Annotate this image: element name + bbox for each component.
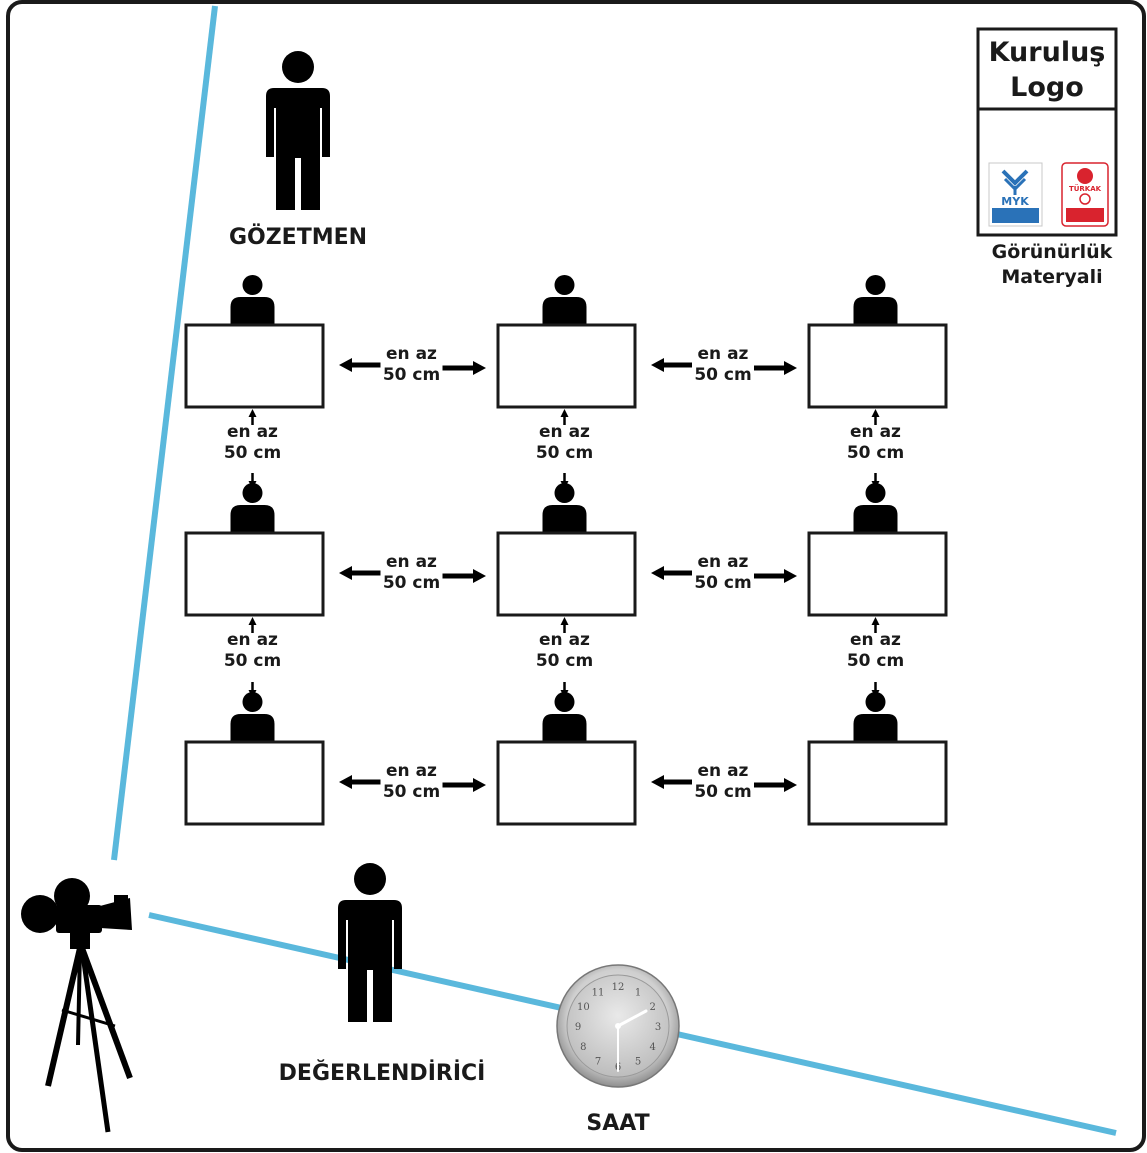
gap-label-line1: en az — [386, 344, 437, 364]
gap-label-line1: en az — [386, 552, 437, 572]
wall-clock-icon: 121234567891011 — [556, 964, 680, 1088]
clock-numeral: 7 — [595, 1057, 601, 1068]
turkak-badge-text: TÜRKAK — [1069, 184, 1102, 193]
candidate-person-icon — [853, 692, 898, 742]
logo-text-line1: Kuruluş — [989, 37, 1106, 68]
clock-numeral: 12 — [612, 982, 625, 993]
myk-badge-icon: MYK — [988, 162, 1043, 227]
desk — [807, 531, 948, 617]
clock-numeral: 11 — [592, 987, 605, 998]
clock-numeral: 5 — [635, 1057, 641, 1068]
gap-label-line2: 50 cm — [694, 365, 751, 385]
gap-label-line2: 50 cm — [224, 443, 281, 463]
gap-label-line1: en az — [386, 761, 437, 781]
visibility-label-line2: Materyali — [1001, 266, 1102, 288]
desk-station — [807, 692, 948, 826]
candidate-person-icon — [853, 483, 898, 533]
clock-numeral: 4 — [649, 1042, 655, 1053]
desk — [496, 740, 637, 826]
gap-label-line2: 50 cm — [694, 782, 751, 802]
clock-numeral: 1 — [635, 987, 641, 998]
clock-numeral: 2 — [649, 1002, 655, 1013]
gap-label-line2: 50 cm — [536, 443, 593, 463]
desk — [184, 740, 325, 826]
gap-label-line2: 50 cm — [536, 651, 593, 671]
candidate-person-icon — [542, 275, 587, 325]
gap-label-line2: 50 cm — [847, 443, 904, 463]
gap-label-line1: en az — [539, 422, 590, 442]
turkak-badge-icon: TÜRKAK — [1061, 162, 1109, 227]
gap-label-line1: en az — [227, 422, 278, 442]
assessor-label: DEĞERLENDİRİCİ — [279, 1060, 486, 1086]
camera-on-tripod-icon — [21, 878, 133, 1133]
desk-station — [184, 692, 325, 826]
assessor-person-icon — [338, 863, 402, 1022]
candidate-person-icon — [542, 692, 587, 742]
clock-numeral: 9 — [575, 1022, 581, 1033]
clock-numeral: 10 — [577, 1002, 590, 1013]
gap-label-line1: en az — [698, 552, 749, 572]
desk — [184, 323, 325, 409]
supervisor-person-icon — [266, 51, 330, 210]
desk — [496, 531, 637, 617]
desk-station — [496, 483, 637, 617]
logo-text-line2: Logo — [1010, 72, 1084, 103]
candidate-person-icon — [230, 692, 275, 742]
gap-label-line1: en az — [539, 630, 590, 650]
clock-numeral: 8 — [580, 1042, 586, 1053]
gap-label-line2: 50 cm — [224, 651, 281, 671]
desk — [496, 323, 637, 409]
gap-label-line1: en az — [698, 344, 749, 364]
desk — [184, 531, 325, 617]
gap-label-line1: en az — [227, 630, 278, 650]
candidate-person-icon — [853, 275, 898, 325]
gap-label-line2: 50 cm — [383, 573, 440, 593]
desk-station — [807, 275, 948, 409]
desk-station — [496, 275, 637, 409]
clock-numerals: 121234567891011 — [575, 982, 661, 1073]
gap-label-line2: 50 cm — [383, 365, 440, 385]
gap-label-line2: 50 cm — [694, 573, 751, 593]
desk-station — [496, 692, 637, 826]
clock-numeral: 3 — [655, 1022, 661, 1033]
visibility-label-line1: Görünürlük — [992, 241, 1113, 263]
myk-badge-text: MYK — [1001, 195, 1029, 208]
candidate-person-icon — [230, 275, 275, 325]
gap-label-line1: en az — [850, 422, 901, 442]
candidate-person-icon — [230, 483, 275, 533]
sightline-left — [111, 5, 218, 861]
visibility-material-panel: Kuruluş Logo MYK TÜRKAK — [976, 27, 1118, 237]
desk-station — [184, 483, 325, 617]
candidate-person-icon — [542, 483, 587, 533]
desk-station — [184, 275, 325, 409]
desk — [807, 740, 948, 826]
desk-station — [807, 483, 948, 617]
gap-label-line2: 50 cm — [847, 651, 904, 671]
supervisor-label: GÖZETMEN — [229, 224, 367, 250]
gap-label-line2: 50 cm — [383, 782, 440, 802]
clock-label: SAAT — [586, 1111, 649, 1136]
desk — [807, 323, 948, 409]
gap-label-line1: en az — [698, 761, 749, 781]
gap-label-line1: en az — [850, 630, 901, 650]
